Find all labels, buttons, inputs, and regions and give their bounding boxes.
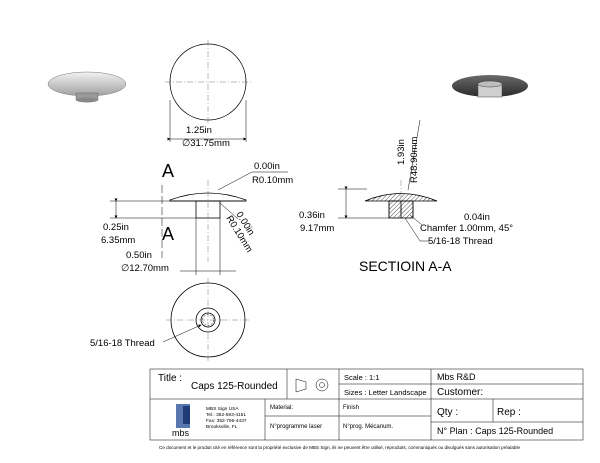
footer-notice: Ce document et le produit cité en référe… xyxy=(159,445,521,450)
section-thread: 5/16-18 Thread xyxy=(428,236,493,247)
front-shank-mm: ∅12.70mm xyxy=(121,263,169,274)
customer: Customer: xyxy=(437,387,483,398)
section-title: SECTIOIN A-A xyxy=(359,258,452,274)
company-line-1: MBS Sign USA xyxy=(206,406,239,412)
top-dia-mm: ∅31.75mm xyxy=(182,138,230,149)
qty: Qty : xyxy=(437,407,458,418)
company-line-2: Tel.: 352-593-4151 xyxy=(206,412,246,418)
bottom-thread: 5/16-18 Thread xyxy=(90,338,155,349)
section-height-mm: 9.17mm xyxy=(300,223,334,234)
front-view: A A 0.00in R0.10mm 0.00in R0.10mm 0.25in… xyxy=(101,161,293,275)
plan-number: N° Plan : Caps 125-Rounded xyxy=(437,426,553,436)
front-height-in: 0.25in xyxy=(103,222,129,233)
front-height-mm: 6.35mm xyxy=(101,235,135,246)
top-dia-in: 1.25in xyxy=(186,125,212,136)
finish: Finish xyxy=(343,405,359,411)
section-radius-mm: R48.90mm xyxy=(409,136,420,183)
top-view: 1.25in ∅31.75mm xyxy=(165,40,251,149)
logo-text: mbs xyxy=(172,428,190,438)
material: Material: xyxy=(270,405,293,411)
front-shank-in: 0.50in xyxy=(126,250,152,261)
sizes: Sizes : Letter Landscape xyxy=(344,388,427,397)
company-line-3: Fax: 352-796-4437 xyxy=(206,418,247,424)
rep: Rep : xyxy=(497,407,521,418)
bottom-view: 5/16-18 Thread xyxy=(90,278,250,362)
company-line-4: Brooksville, FL xyxy=(206,424,238,430)
mecanum-program: N°prog. Mécanum. xyxy=(343,424,393,430)
section-view: 1.93in R48.90mm 0.36in 9.17mm 0.04in Cha… xyxy=(299,119,513,274)
section-radius-in: 1.93in xyxy=(396,139,407,165)
section-label-a-bottom: A xyxy=(162,224,174,244)
section-height-in: 0.36in xyxy=(299,210,325,221)
front-top-radius-mm: R0.10mm xyxy=(252,175,293,186)
front-top-radius-in: 0.00in xyxy=(254,161,280,172)
title-block: Title : Caps 125-Rounded Scale : 1:1 Siz… xyxy=(149,368,584,441)
title-value: Caps 125-Rounded xyxy=(191,381,278,392)
laser-program: N°programme laser xyxy=(270,424,322,430)
render-3d-bottom xyxy=(452,75,528,98)
company: Mbs R&D xyxy=(437,372,476,382)
mbs-logo: mbs xyxy=(172,404,190,438)
title-label: Title : xyxy=(158,373,182,384)
section-label-a-top: A xyxy=(162,161,174,181)
section-chamfer-in: 0.04in xyxy=(464,212,490,223)
scale: Scale : 1:1 xyxy=(344,373,379,382)
section-chamfer-mm: Chamfer 1.00mm, 45° xyxy=(420,223,513,234)
render-3d-top xyxy=(47,71,127,103)
